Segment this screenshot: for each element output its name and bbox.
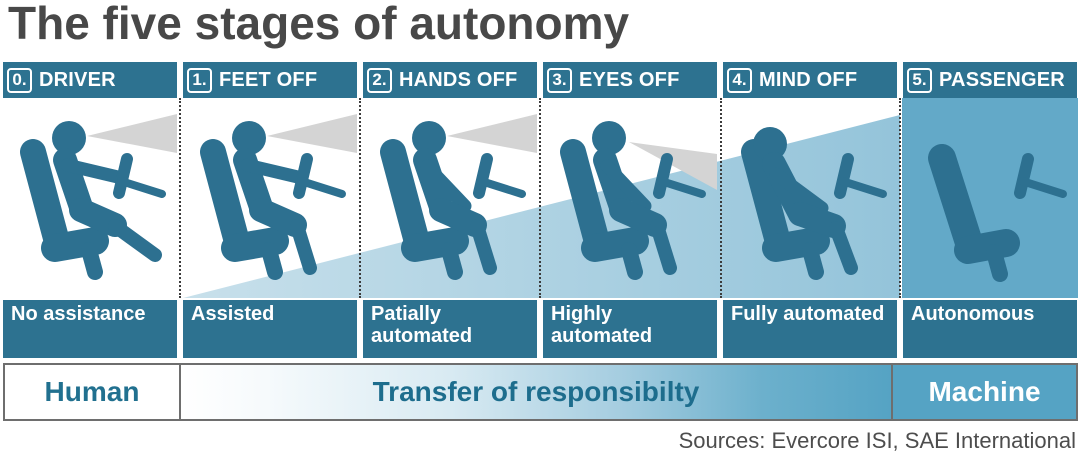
stage-header-row: 0. DRIVER 1. FEET OFF 2. HANDS OFF 3. EY… [0, 62, 1080, 98]
stage-5-header: 5. PASSENGER [903, 62, 1077, 98]
vision-cone-icon [267, 114, 357, 153]
stage-1-status-label: Assisted [183, 300, 357, 358]
stage-2-header: 2. HANDS OFF [363, 62, 537, 98]
transfer-of-responsibility-cell: Transfer of responsibilty [181, 363, 893, 421]
machine-cell: Machine [893, 363, 1078, 421]
column-divider-dotted [899, 98, 901, 298]
stage-3-number-badge: 3. [547, 67, 572, 93]
stage-0-header: 0. DRIVER [3, 62, 177, 98]
stage-4-mind-off-figure-icon [741, 127, 887, 280]
vision-cone-icon [447, 114, 537, 153]
stage-2-number-badge: 2. [367, 67, 392, 93]
stage-4-header-label: MIND OFF [759, 68, 858, 91]
stage-0-status-label: No assistance [3, 300, 177, 358]
stage-1-header: 1. FEET OFF [183, 62, 357, 98]
automation-label-row: No assistance Assisted Patially automate… [0, 300, 1080, 358]
stage-0-number-badge: 0. [7, 67, 32, 93]
sources-credit: Sources: Evercore ISI, SAE International [678, 428, 1076, 453]
stage-2-hands-off-figure-icon [380, 114, 537, 280]
column-divider-dotted [359, 98, 361, 298]
column-divider-dotted [179, 98, 181, 298]
column-divider-dotted [539, 98, 541, 298]
human-cell: Human [3, 363, 181, 421]
responsibility-footer-row: Human Transfer of responsibilty Machine [3, 363, 1078, 421]
stage-3-eyes-off-figure-icon [560, 121, 717, 280]
stage-0-header-label: DRIVER [39, 68, 116, 91]
stage-3-status-label: Highly automated [543, 300, 717, 358]
stage-0-driver-figure-icon [20, 114, 177, 280]
illustration-band [0, 98, 1080, 298]
stage-5-empty-seat-icon [928, 144, 1067, 282]
stage-4-number-badge: 4. [727, 67, 752, 93]
column-divider-dotted [720, 98, 722, 298]
vision-cone-icon [629, 142, 717, 190]
page-title: The five stages of autonomy [8, 0, 630, 49]
stage-2-header-label: HANDS OFF [399, 68, 518, 91]
stage-3-header: 3. EYES OFF [543, 62, 717, 98]
stage-5-number-badge: 5. [907, 67, 932, 93]
stage-3-header-label: EYES OFF [579, 68, 680, 91]
stage-5-status-label: Autonomous [903, 300, 1077, 358]
stage-5-header-label: PASSENGER [939, 68, 1065, 91]
stage-1-number-badge: 1. [187, 67, 212, 93]
stage-1-feet-off-figure-icon [200, 114, 357, 280]
vision-cone-icon [87, 114, 177, 153]
stage-1-header-label: FEET OFF [219, 68, 318, 91]
stage-2-status-label: Patially automated [363, 300, 537, 358]
stage-4-status-label: Fully automated [723, 300, 897, 358]
stage-4-header: 4. MIND OFF [723, 62, 897, 98]
